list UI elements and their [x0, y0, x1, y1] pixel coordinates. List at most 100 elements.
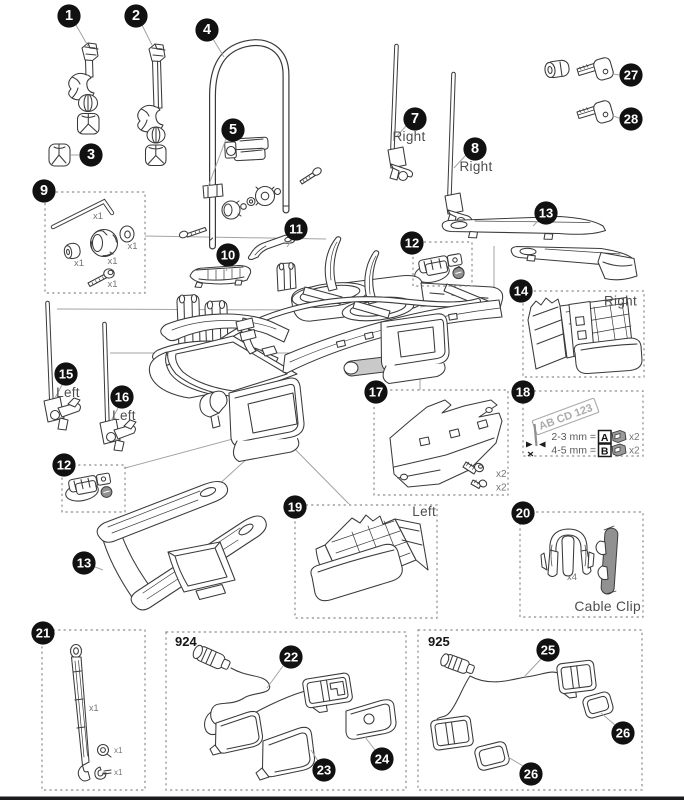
callout-leader-line	[310, 749, 319, 762]
group-boxes-layer	[41, 191, 645, 791]
part-7-drawing-stroke-2	[387, 146, 407, 169]
callout-19: 19	[283, 495, 307, 519]
part-21-drawing-stroke-1	[73, 647, 79, 655]
part-925-drawing-stroke-14	[434, 719, 470, 747]
part-1-drawing-stroke-0	[81, 42, 99, 62]
part-924-drawing-stroke-6	[204, 711, 217, 736]
callout-leader-line	[110, 407, 119, 422]
main-assembly-drawing-stroke-49	[397, 326, 436, 358]
part-20-drawing-stroke-4	[540, 551, 595, 571]
part-4-drawing-stroke-14	[273, 187, 282, 196]
main-assembly-drawing-stroke-33	[175, 341, 288, 392]
callout-number: 15	[59, 367, 73, 382]
part-15-drawing-stroke-6	[67, 397, 81, 408]
part-2-drawing-stroke-1	[151, 43, 166, 57]
main-assembly-drawing-stroke-10	[324, 236, 342, 292]
part-10-drawing-stroke-2	[207, 268, 241, 281]
part-21-drawing-stroke-2	[70, 656, 90, 767]
part-27-drawing-stroke-2	[547, 65, 553, 75]
part-19-drawing-stroke-5	[310, 543, 403, 602]
part-13-top-drawing-stroke-1	[450, 221, 468, 229]
main-assembly-drawing-stroke-34	[148, 351, 211, 399]
part-9-drawing-stroke-1	[51, 199, 114, 229]
main-assembly-drawing-stroke-24	[288, 262, 294, 270]
part-13-top-drawing-stroke-2	[474, 220, 591, 223]
part-924-drawing-stroke-11	[329, 680, 346, 696]
part-8-drawing-stroke-2	[444, 192, 464, 215]
part-27-drawing	[544, 57, 614, 81]
callout-leader-line	[141, 24, 153, 46]
gap-cross-icon	[527, 451, 534, 457]
label-right: Right	[604, 294, 637, 309]
main-assembly-drawing-stroke-13	[369, 255, 377, 295]
part-17-drawing-stroke-4	[476, 419, 489, 430]
callout-15: 15	[54, 362, 78, 399]
gap-arrows-icon	[526, 441, 546, 448]
part-7-drawing-stroke-4	[397, 170, 409, 182]
callout-leader-line	[54, 384, 63, 399]
part-10-drawing-stroke-1	[195, 266, 245, 281]
part-924-drawing-stroke-17	[268, 732, 311, 773]
callout-number: 10	[221, 248, 235, 263]
part-19-drawing-stroke-6	[317, 549, 395, 573]
part-20-drawing-stroke-5	[550, 544, 587, 567]
part-4-drawing-stroke-3	[202, 183, 224, 199]
callout-circle	[509, 279, 533, 303]
part-3-drawing	[48, 143, 71, 167]
callout-number: 4	[203, 22, 211, 38]
callout-25: 25	[524, 638, 560, 677]
main-assembly-drawing-stroke-9	[352, 300, 391, 319]
callout-number: 14	[514, 284, 529, 299]
part-12-right-drawing-stroke-7	[454, 265, 463, 270]
callout-26: 26	[507, 756, 543, 786]
part-1-drawing-stroke-1	[84, 42, 99, 56]
part-21-drawing-stroke-8	[106, 753, 112, 758]
callout-16: 16	[110, 385, 134, 422]
part-924-drawing-stroke-12	[312, 704, 328, 713]
callout-24: 24	[364, 736, 394, 771]
callout-circle	[57, 4, 81, 28]
part-924-drawing-stroke-2	[201, 648, 217, 666]
group-box-9	[44, 191, 146, 294]
main-assembly-drawing-stroke-50	[382, 362, 446, 385]
part-27-drawing-stroke-1	[544, 62, 556, 78]
main-assembly-drawing-stroke-35	[282, 299, 503, 374]
part-27-drawing-stroke-5	[577, 64, 598, 73]
part-21-drawing	[69, 643, 112, 782]
part-925-drawing-stroke-18	[586, 695, 610, 715]
part-925-drawing-stroke-4	[465, 663, 475, 675]
callout-27: 27	[612, 63, 643, 87]
callout-number: 21	[36, 626, 50, 641]
part-12-left-drawing-stroke-7	[103, 490, 110, 494]
part-11-drawing	[247, 234, 296, 261]
part-4-drawing-stroke-16	[312, 167, 322, 176]
callout-5: 5	[207, 118, 245, 188]
callout-circle	[536, 638, 560, 662]
callout-20: 20	[511, 501, 535, 525]
callout-7: 7	[395, 107, 427, 138]
main-assembly-drawing-stroke-28	[160, 313, 290, 343]
part-28-drawing-stroke-2	[593, 100, 614, 124]
quantity-label: x1	[108, 256, 118, 267]
callout-number: 13	[539, 206, 553, 221]
part-925-drawing-stroke-6	[435, 675, 471, 723]
part-20-drawing-stroke-8	[597, 565, 609, 581]
callout-number: 25	[541, 643, 555, 658]
part-8-drawing-stroke-1	[448, 72, 455, 196]
callout-leader-line	[207, 138, 227, 188]
part-14-drawing-stroke-1	[532, 306, 564, 345]
part-21-drawing-stroke-10	[103, 769, 112, 775]
code-letter: A	[601, 432, 609, 444]
part-9-drawing-stroke-4	[66, 248, 70, 256]
label-925: 925	[428, 634, 450, 649]
part-924-drawing-stroke-21	[363, 713, 375, 725]
part-13-top-drawing	[441, 215, 638, 281]
label-left: Left	[112, 408, 136, 423]
part-924-drawing-stroke-10	[319, 679, 331, 703]
part-4-drawing-stroke-7	[235, 200, 242, 217]
part-9-drawing	[50, 198, 135, 288]
part-19-drawing-stroke-3	[394, 518, 429, 571]
part-2-drawing-stroke-5	[140, 108, 150, 131]
callout-leader-line	[266, 665, 284, 689]
